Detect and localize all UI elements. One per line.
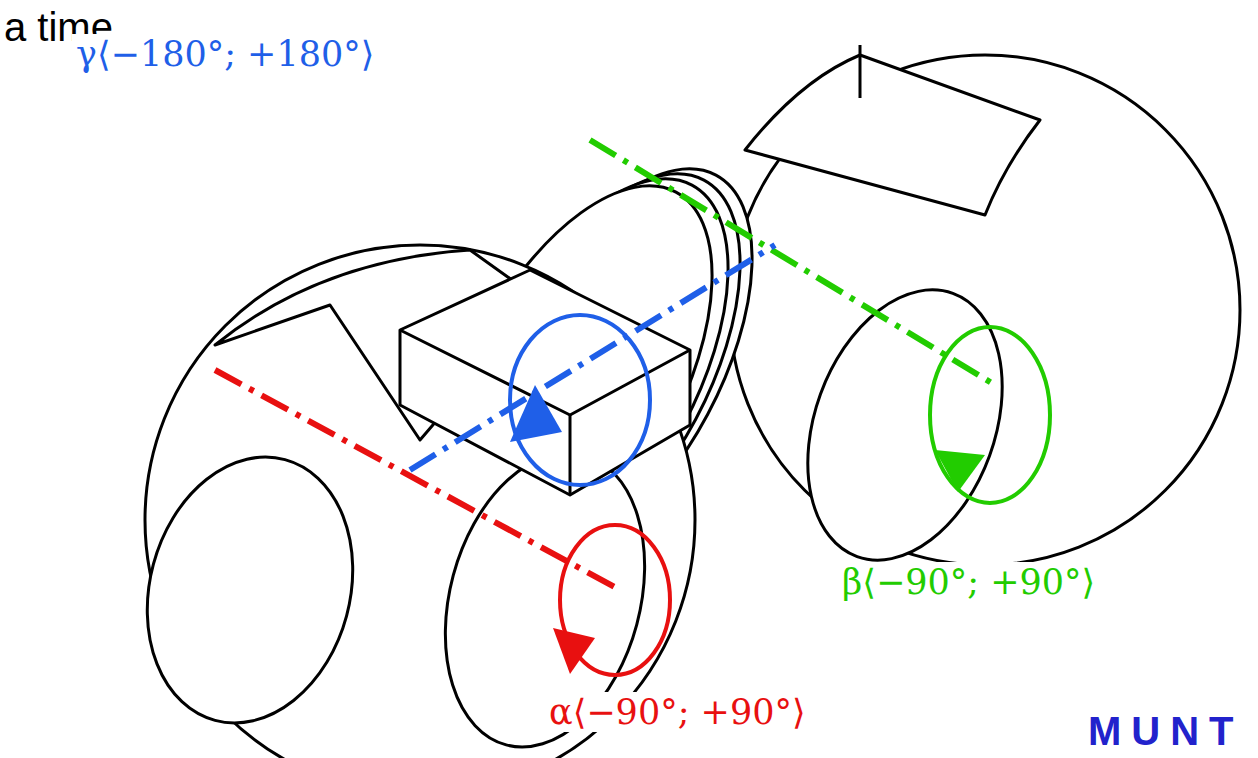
gamma-range-label: γ⟨−180°; +180°⟩: [72, 34, 378, 74]
beta-rotation-arc: [930, 327, 1050, 503]
beta-axis: [590, 140, 995, 385]
rear-top-cut: [745, 55, 1040, 215]
rear-cut-edge: [859, 45, 862, 98]
rear-side-face: [773, 263, 1038, 588]
beta-arrowhead: [935, 450, 985, 492]
alpha-arrowhead: [553, 628, 595, 674]
square-boss: [400, 270, 690, 495]
front-left-face: [118, 434, 381, 747]
rear-sphere: [730, 55, 1240, 565]
logo-text: MUNT: [1084, 708, 1248, 754]
gamma-rotation-arc: [510, 315, 650, 485]
gamma-arrowhead: [510, 385, 562, 442]
beta-range-label: β⟨−90°; +90°⟩: [838, 562, 1099, 602]
alpha-range-label: α⟨−90°; +90°⟩: [545, 692, 810, 732]
gamma-axis: [410, 245, 775, 470]
